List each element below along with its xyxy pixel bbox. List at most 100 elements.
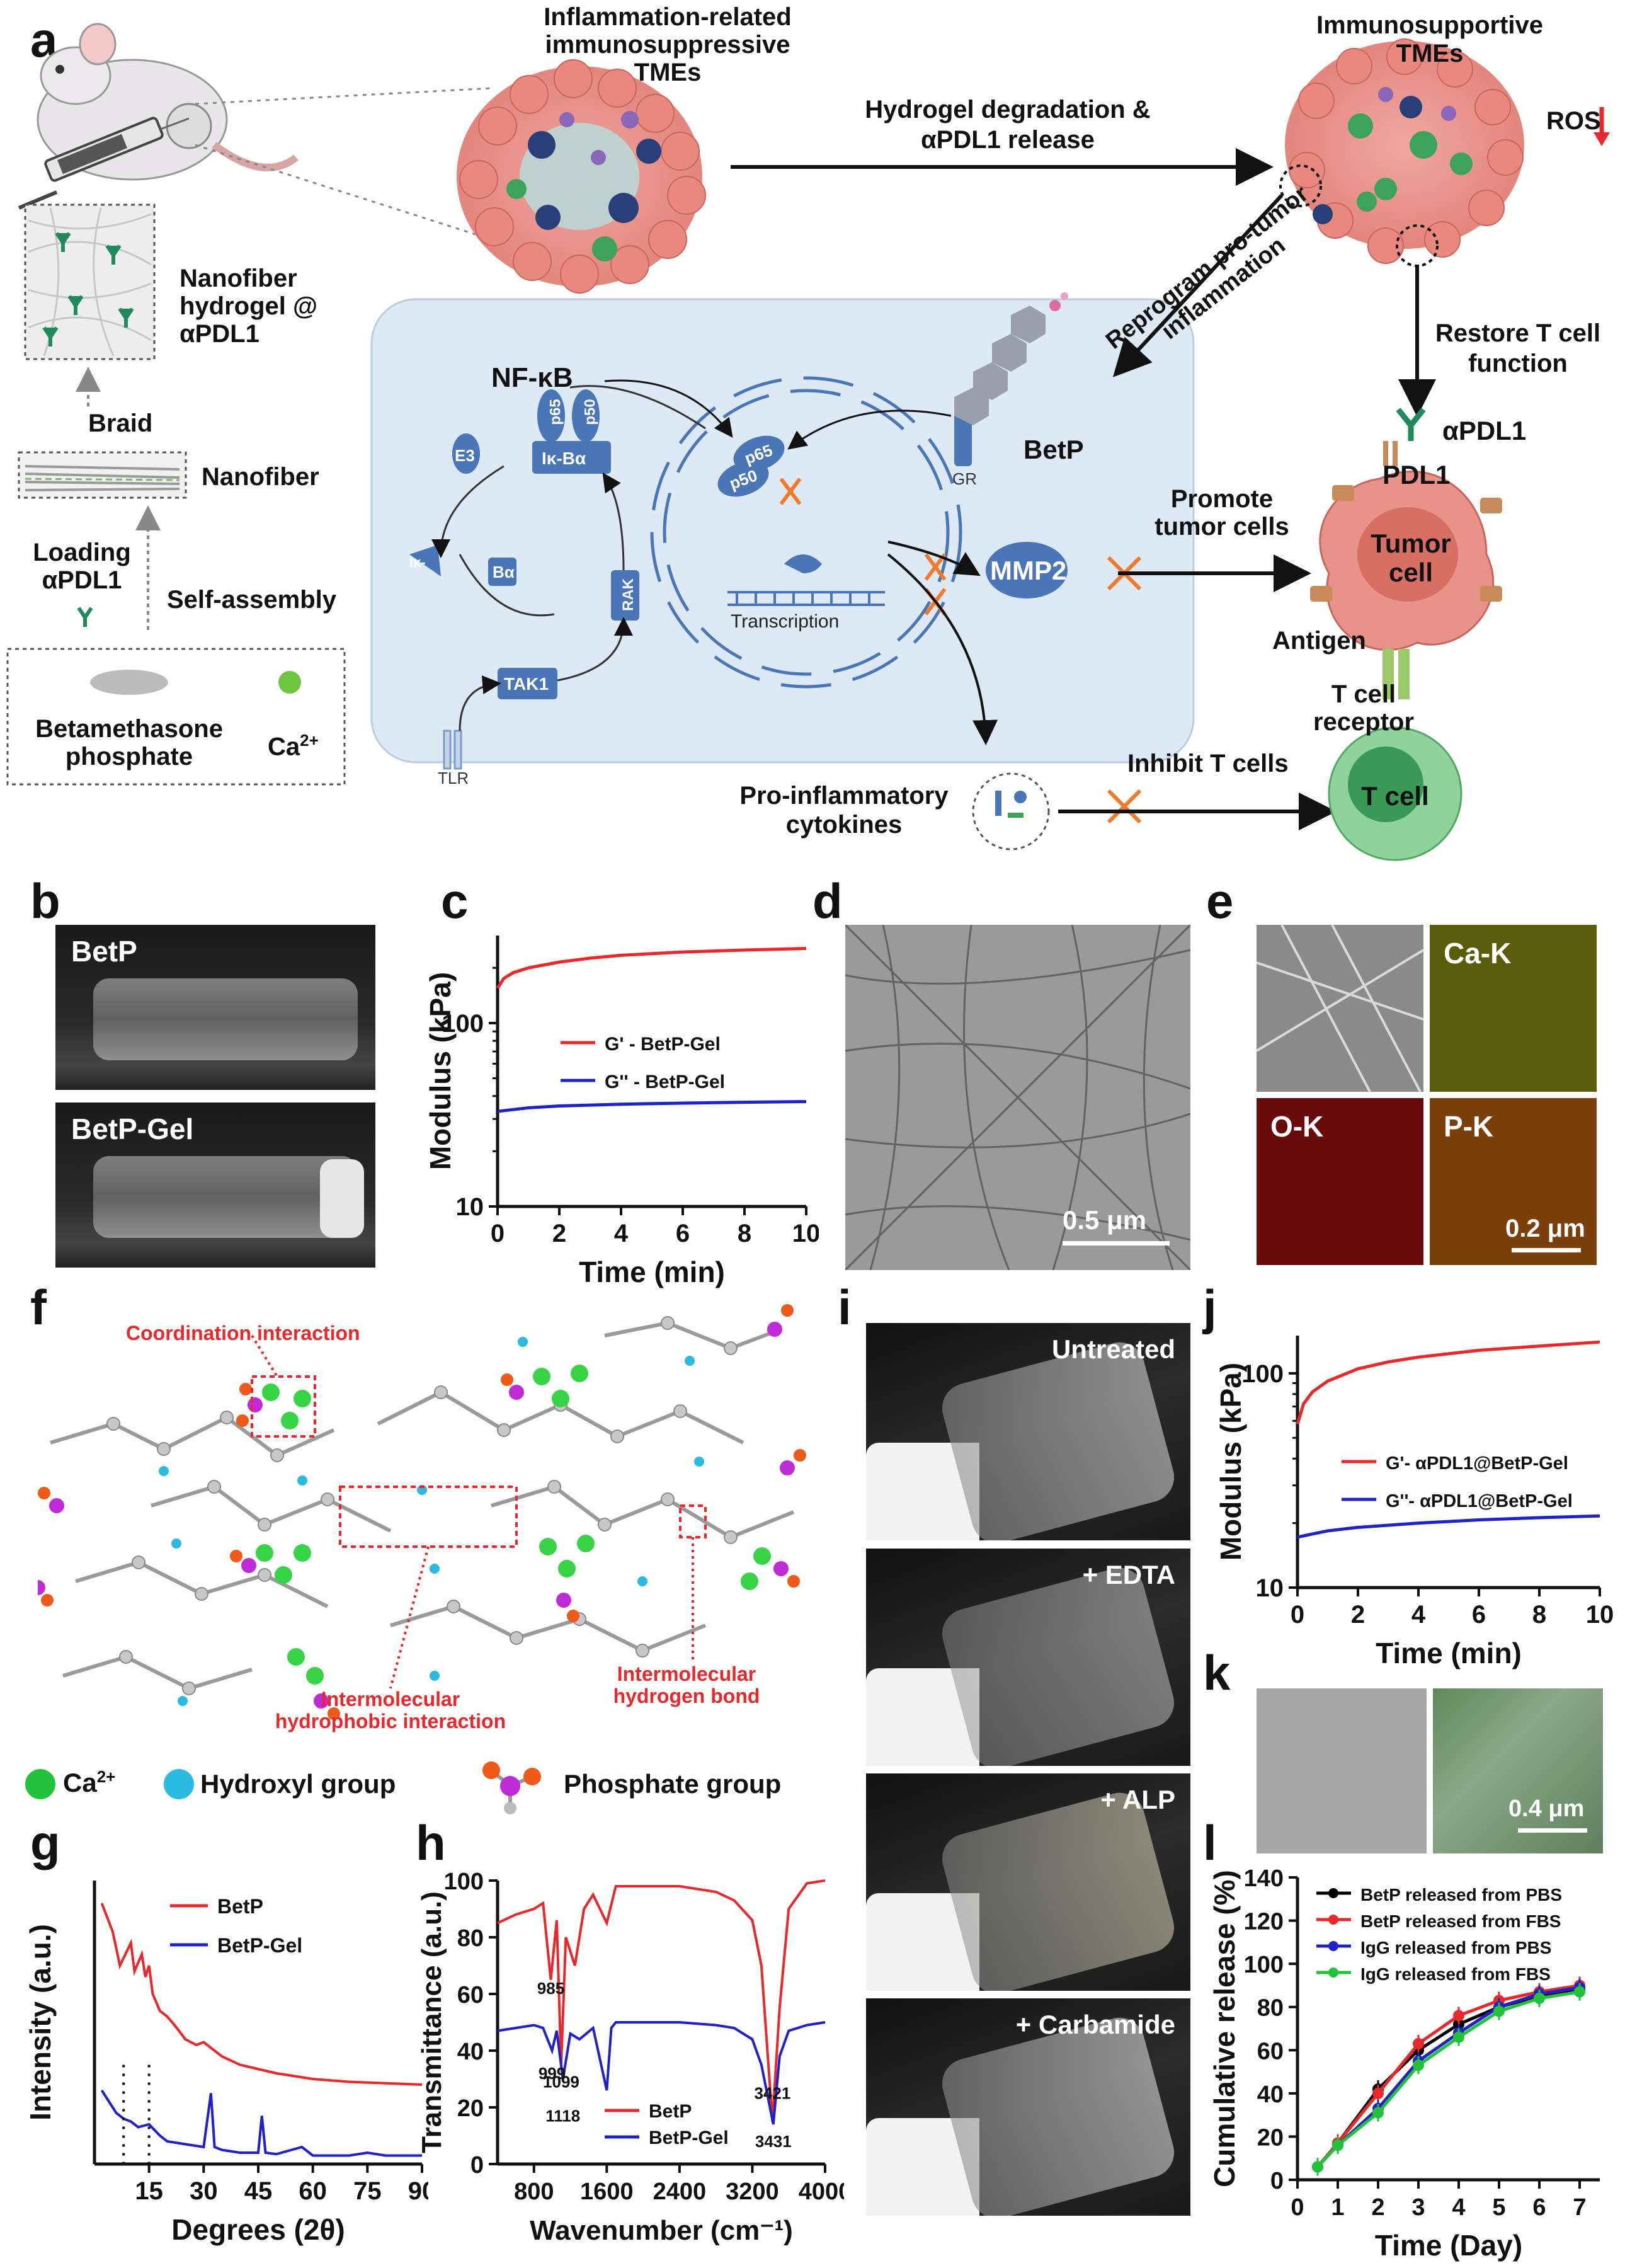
j-series-0 bbox=[1296, 1340, 1600, 1425]
l-xtick-label: 1 bbox=[1331, 2194, 1344, 2221]
c-legend-label: G'' - BetP-Gel bbox=[605, 1072, 725, 1092]
g-legend-label: BetP bbox=[217, 1895, 263, 1918]
j-ytick-label: 10 bbox=[1256, 1574, 1284, 1602]
l-legend-marker bbox=[1328, 1967, 1338, 1978]
panel-a-schematic bbox=[6, 23, 1610, 861]
h-xtick-label: 2400 bbox=[653, 2179, 707, 2205]
label-degradation: Hydrogel degradation & αPDL1 release bbox=[865, 96, 1151, 154]
l-series-2 bbox=[1316, 1986, 1580, 2168]
label-cytokines: Pro-inflammatory cytokines bbox=[739, 782, 949, 839]
l-series-1 bbox=[1316, 1983, 1580, 2168]
l-ytick-label: 120 bbox=[1244, 1909, 1284, 1935]
label-ca: Ca2+ bbox=[268, 731, 319, 761]
label-tme-right: Immunosupportive TMEs bbox=[1316, 11, 1544, 67]
g-xtick-label: 90 bbox=[408, 2177, 428, 2205]
label-transcription: Transcription bbox=[731, 611, 840, 632]
label-ik: Iκ- bbox=[409, 554, 426, 570]
label-betp: BetP bbox=[1023, 435, 1084, 464]
label-p50-complex: p50 bbox=[581, 399, 599, 425]
label-ros: ROS bbox=[1546, 107, 1601, 135]
label-betamethasone: Betamethasone phosphate bbox=[35, 715, 223, 770]
c-ytick-label: 100 bbox=[442, 1010, 484, 1038]
right-tme-cluster bbox=[1279, 38, 1524, 267]
l-legend-marker bbox=[1328, 1941, 1338, 1951]
eds-p-label: P-K bbox=[1444, 1110, 1494, 1143]
eds-tile-o: O-K bbox=[1257, 1098, 1423, 1265]
j-ytick-label: 100 bbox=[1241, 1360, 1284, 1388]
h-annotation: 999 bbox=[539, 2064, 566, 2083]
label-rak: RAK bbox=[620, 578, 637, 611]
l-ytick-label: 140 bbox=[1244, 1865, 1284, 1892]
label-tcell: T cell bbox=[1361, 781, 1429, 811]
l-xtick-label: 0 bbox=[1291, 2194, 1304, 2221]
l-point bbox=[1413, 2059, 1424, 2071]
photo-carbamide-caption: + Carbamide bbox=[1015, 2010, 1175, 2039]
molecular-model-f bbox=[38, 1304, 806, 1720]
photo-edta: + EDTA bbox=[866, 1549, 1190, 1766]
c-legend-label: G' - BetP-Gel bbox=[605, 1034, 721, 1055]
photo-carbamide: + Carbamide bbox=[866, 1998, 1190, 2216]
l-xtick-label: 5 bbox=[1492, 2194, 1505, 2221]
l-xtick-label: 7 bbox=[1573, 2194, 1586, 2221]
c-ylabel: Modulus (kPa) bbox=[428, 972, 457, 1170]
label-ikba: Iκ-Bα bbox=[542, 449, 586, 468]
j-xtick-label: 10 bbox=[1586, 1601, 1614, 1629]
g-xlabel: Degrees (2θ) bbox=[171, 2213, 345, 2246]
h-series-1 bbox=[497, 2021, 826, 2125]
h-annotation: 1118 bbox=[545, 2107, 580, 2126]
h-legend-label: BetP bbox=[649, 2101, 692, 2122]
l-legend-label: IgG released from FBS bbox=[1360, 1964, 1551, 1984]
label-antigen: Antigen bbox=[1272, 627, 1366, 655]
c-xtick-label: 0 bbox=[491, 1220, 505, 1247]
tem-fibers bbox=[845, 925, 1190, 1270]
label-hydrophobic: Intermolecular hydrophobic interaction bbox=[275, 1688, 506, 1733]
l-xtick-label: 4 bbox=[1452, 2194, 1465, 2221]
photo-betp-gel: BetP-Gel bbox=[55, 1102, 375, 1268]
l-point bbox=[1453, 2031, 1464, 2043]
l-ytick-label: 0 bbox=[1270, 2168, 1284, 2194]
h-ytick-label: 60 bbox=[457, 1982, 484, 2008]
g-legend-label: BetP-Gel bbox=[217, 1934, 302, 1957]
chart-h: 8001600240032004000020406080100985109999… bbox=[416, 1869, 844, 2246]
panel-label-h: h bbox=[416, 1815, 446, 1870]
c-ytick-label: 10 bbox=[456, 1193, 484, 1221]
l-series-0 bbox=[1316, 1988, 1580, 2168]
h-ytick-label: 80 bbox=[457, 1925, 484, 1952]
l-ytick-label: 100 bbox=[1244, 1952, 1284, 1978]
photo-betp-caption: BetP bbox=[71, 935, 137, 968]
label-promote: Promote tumor cells bbox=[1155, 485, 1289, 541]
legend-phosphate-label: Phosphate group bbox=[564, 1769, 782, 1799]
legend-hydroxyl-label: Hydroxyl group bbox=[200, 1769, 396, 1799]
label-coordination: Coordination interaction bbox=[126, 1322, 360, 1344]
h-ytick-label: 100 bbox=[444, 1869, 484, 1895]
l-ytick-label: 80 bbox=[1257, 1995, 1284, 2022]
legend-ca-label: Ca2+ bbox=[63, 1767, 116, 1797]
l-point bbox=[1453, 2010, 1464, 2022]
label-pdl1: PDL1 bbox=[1383, 460, 1451, 490]
label-e3: E3 bbox=[455, 446, 475, 465]
panel-label-l: l bbox=[1203, 1815, 1217, 1870]
l-legend-label: IgG released from PBS bbox=[1360, 1938, 1551, 1957]
label-tlr: TLR bbox=[438, 769, 469, 788]
panel-label-f: f bbox=[30, 1280, 47, 1335]
c-xlabel: Time (min) bbox=[579, 1256, 725, 1288]
photo-betp: BetP bbox=[55, 925, 375, 1090]
j-series-1 bbox=[1297, 1514, 1600, 1539]
l-xtick-label: 3 bbox=[1411, 2194, 1425, 2221]
label-braid: Braid bbox=[88, 410, 153, 437]
h-series-0 bbox=[497, 1879, 826, 2122]
c-xtick-label: 4 bbox=[614, 1220, 629, 1247]
l-series-3 bbox=[1316, 1990, 1580, 2168]
tem-d-scale-bar bbox=[1063, 1241, 1170, 1246]
c-xtick-label: 6 bbox=[676, 1220, 690, 1247]
j-xtick-label: 2 bbox=[1351, 1601, 1365, 1629]
c-xtick-label: 8 bbox=[738, 1220, 751, 1247]
tumor-cell-illustration bbox=[1310, 408, 1502, 699]
label-tme-left: Inflammation-related immunosuppressive T… bbox=[544, 3, 792, 86]
h-xtick-label: 1600 bbox=[580, 2179, 634, 2205]
photo-alp: + ALP bbox=[866, 1773, 1190, 1991]
label-ba: Bα bbox=[493, 563, 515, 581]
g-xtick-label: 30 bbox=[190, 2177, 218, 2205]
